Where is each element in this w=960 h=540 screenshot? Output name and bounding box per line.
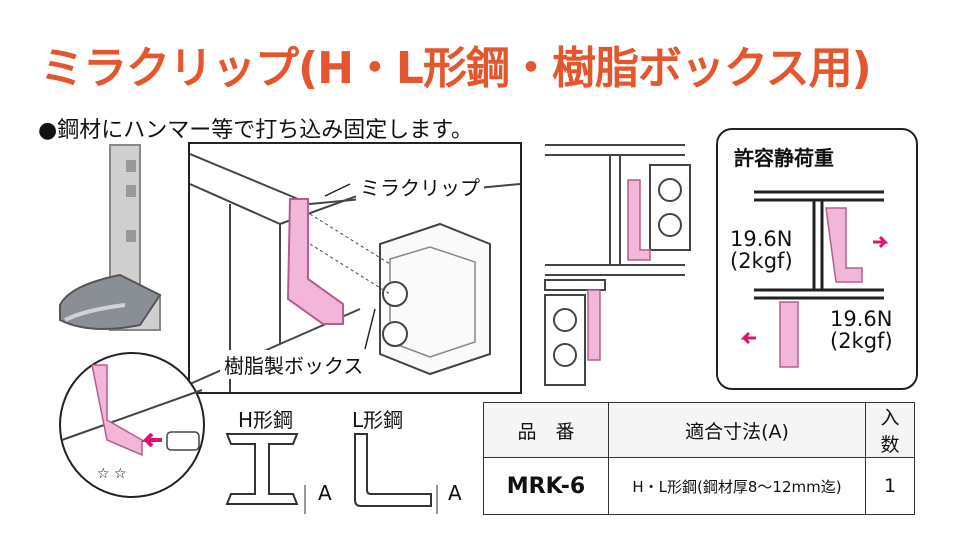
- col-quantity: 入数: [865, 402, 915, 458]
- clip-product-image: [59, 144, 162, 331]
- l-beam-label: L形鋼: [352, 408, 404, 432]
- col-size: 適合寸法(A): [608, 402, 866, 458]
- h-beam-label: H形鋼: [238, 408, 294, 432]
- load-panel-title: 許容静荷重: [734, 146, 834, 170]
- arrow-right-icon: [873, 235, 889, 249]
- profile-drawings: [225, 433, 438, 514]
- detail-circle: ☆ ☆: [59, 352, 205, 498]
- arrow-left-icon: [740, 331, 756, 345]
- svg-text:☆ ☆: ☆ ☆: [97, 466, 127, 482]
- product-no: MRK-6: [483, 457, 609, 515]
- l-dim-label: A: [448, 481, 462, 505]
- page-title: ミラクリップ(H・L形鋼・樹脂ボックス用): [40, 43, 872, 94]
- load-top-value: 19.6N (2kgf): [730, 227, 793, 273]
- load-panel: 許容静荷重 19.6N (2kgf) 19.6N (2kgf): [716, 128, 918, 390]
- load-bottom-value: 19.6N (2kgf): [830, 307, 893, 353]
- spec-row: MRK-6 H・L形鋼(鋼材厚8～12mm迄) 1: [483, 457, 915, 515]
- box-callout-label: 樹脂製ボックス: [220, 350, 368, 379]
- size-value: H・L形鋼(鋼材厚8～12mm迄): [608, 457, 866, 515]
- h-dim-label: A: [318, 481, 332, 505]
- beam-mount-diagram: [544, 144, 691, 386]
- spec-header-row: 品 番 適合寸法(A) 入数: [483, 402, 915, 458]
- load-diagram: [740, 190, 889, 368]
- spec-table: 品 番 適合寸法(A) 入数 MRK-6 H・L形鋼(鋼材厚8～12mm迄) 1: [483, 402, 915, 515]
- quantity-value: 1: [865, 457, 915, 515]
- press-arrow-icon: [141, 432, 162, 448]
- col-product-no: 品 番: [483, 402, 609, 458]
- subtitle: ●鋼材にハンマー等で打ち込み固定します。: [38, 118, 473, 143]
- clip-callout-label: ミラクリップ: [356, 172, 484, 201]
